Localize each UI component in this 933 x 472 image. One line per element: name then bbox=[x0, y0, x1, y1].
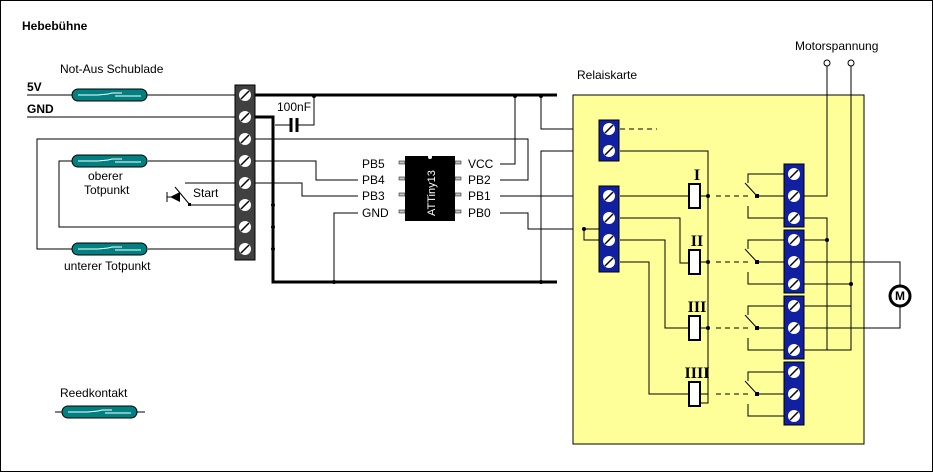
relay-switch-contact bbox=[716, 305, 784, 351]
label-oberer: oberer bbox=[88, 169, 123, 183]
pin-pb5: PB5 bbox=[362, 157, 385, 171]
pin-pb3: PB3 bbox=[362, 189, 385, 203]
reed-not-aus bbox=[71, 88, 148, 102]
terminal-screw bbox=[788, 410, 800, 422]
terminal-screw bbox=[603, 190, 615, 202]
label-start: Start bbox=[193, 186, 219, 200]
terminal-screw bbox=[788, 344, 800, 356]
pin-pb2: PB2 bbox=[468, 173, 491, 187]
motor-symbol: M bbox=[888, 284, 912, 308]
relay-label-1: I bbox=[694, 167, 700, 184]
relay-switch-contact bbox=[716, 239, 784, 285]
relay-label-4: IIII bbox=[685, 365, 710, 382]
diagram-title: Hebebühne bbox=[22, 19, 88, 33]
legend-reed-symbol bbox=[55, 405, 145, 419]
relay-coil bbox=[688, 249, 701, 275]
relay-contacts bbox=[716, 173, 784, 417]
label-oberer-totpunkt: Totpunkt bbox=[84, 183, 130, 197]
terminal-block-control-in bbox=[598, 185, 620, 273]
terminal-screw bbox=[239, 155, 251, 167]
label-5v: 5V bbox=[27, 80, 42, 94]
relay-switch-contact bbox=[716, 173, 784, 219]
pin-gnd: GND bbox=[362, 206, 389, 220]
label-capacitor: 100nF bbox=[277, 100, 311, 114]
terminal-screw bbox=[788, 300, 800, 312]
terminal-screw bbox=[603, 234, 615, 246]
pin-pb4: PB4 bbox=[362, 173, 385, 187]
motor-label: M bbox=[895, 289, 905, 303]
relay-coils bbox=[688, 183, 708, 407]
relay-label-2: II bbox=[691, 233, 703, 250]
label-motorspannung: Motorspannung bbox=[795, 39, 878, 53]
label-relaiskarte: Relaiskarte bbox=[577, 68, 637, 82]
terminal-block-main bbox=[234, 84, 256, 261]
label-not-aus: Not-Aus Schublade bbox=[60, 62, 164, 76]
terminal-screw bbox=[239, 221, 251, 233]
relay-switch-contact bbox=[716, 371, 784, 417]
legend-label-reed: Reedkontakt bbox=[60, 386, 128, 400]
pin-pb1: PB1 bbox=[468, 189, 491, 203]
terminal-screw bbox=[788, 168, 800, 180]
terminal-screw bbox=[603, 145, 615, 157]
relay-coil bbox=[688, 183, 701, 209]
motor-supply-wiring bbox=[804, 59, 901, 351]
terminal-screw bbox=[788, 256, 800, 268]
terminal-screw bbox=[239, 133, 251, 145]
terminal-screw bbox=[239, 111, 251, 123]
left-wiring bbox=[27, 94, 237, 250]
relay-coil bbox=[688, 315, 701, 341]
terminal-screw bbox=[788, 190, 800, 202]
pin-vcc: VCC bbox=[468, 157, 494, 171]
terminal-screw bbox=[603, 123, 615, 135]
power-bus bbox=[255, 93, 557, 284]
terminal-screw bbox=[239, 177, 251, 189]
label-gnd: GND bbox=[27, 102, 54, 116]
terminal-screw bbox=[788, 366, 800, 378]
relay-board-wiring bbox=[582, 128, 710, 404]
terminal-screw bbox=[239, 89, 251, 101]
terminal-screw bbox=[603, 212, 615, 224]
pin-pb0: PB0 bbox=[468, 206, 491, 220]
terminal-screw bbox=[788, 322, 800, 334]
relay-board bbox=[572, 94, 865, 445]
terminal-screw bbox=[239, 199, 251, 211]
reed-unterer-totpunkt bbox=[71, 242, 148, 256]
start-button-symbol bbox=[166, 182, 200, 206]
relay-label-3: III bbox=[688, 299, 707, 316]
blue-terminal-screws bbox=[603, 123, 800, 422]
label-unterer-totpunkt: unterer Totpunkt bbox=[64, 259, 151, 273]
reed-oberer-totpunkt bbox=[71, 154, 148, 168]
mcu-name: ATTiny13 bbox=[426, 170, 438, 216]
relay-coil bbox=[688, 381, 701, 407]
terminal-screw bbox=[239, 243, 251, 255]
terminal-screw bbox=[788, 212, 800, 224]
capacitor-100nf bbox=[275, 94, 316, 132]
terminal-screw bbox=[788, 388, 800, 400]
mcu-chip: ATTiny13 bbox=[398, 155, 462, 221]
main-terminal-screws bbox=[239, 89, 251, 255]
terminal-screw bbox=[603, 256, 615, 268]
terminal-screw bbox=[788, 234, 800, 246]
terminal-screw bbox=[788, 278, 800, 290]
